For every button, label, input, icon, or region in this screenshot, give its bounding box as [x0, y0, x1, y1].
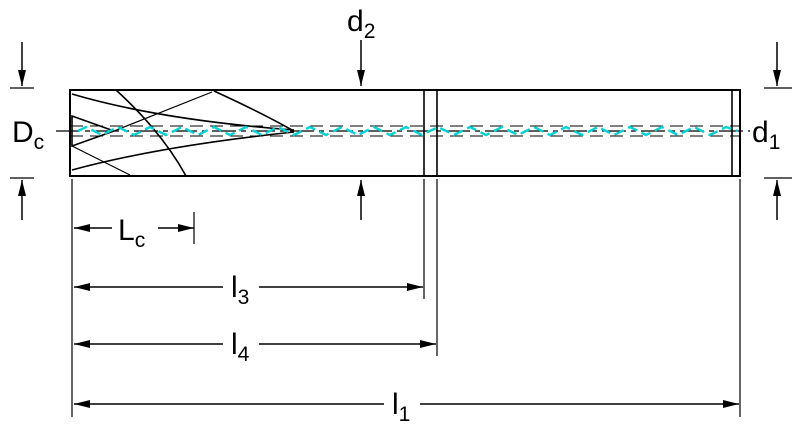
dimension-length-l4: l4 — [74, 323, 436, 366]
label-cutting-diameter: Dc — [12, 116, 44, 154]
dimension-neck-diameter: d2 — [347, 5, 375, 220]
centerline-group — [56, 125, 750, 137]
dimension-cutting-diameter: Dc — [10, 42, 44, 220]
cutting-edge — [113, 91, 213, 132]
dimension-length-l3: l3 — [74, 266, 423, 309]
label-overall-length: l1 — [392, 388, 410, 426]
flute-groove-2 — [213, 90, 293, 131]
tool-body — [69, 89, 741, 177]
gash-line — [71, 145, 131, 176]
coolant-channel-line — [77, 125, 739, 137]
label-neck-diameter: d2 — [347, 5, 375, 43]
dimension-shank-diameter: d1 — [752, 42, 792, 220]
helix-edge-bottom — [71, 131, 295, 171]
dimension-cutting-length: Lc — [74, 209, 194, 252]
label-background — [223, 323, 259, 363]
label-cutting-length: Lc — [118, 214, 145, 252]
dimension-overall-length: l1 — [74, 383, 739, 426]
label-shank-diameter: d1 — [752, 116, 780, 154]
tool-outline — [69, 89, 741, 177]
label-length-l3: l3 — [231, 271, 249, 309]
flute-groove-1 — [115, 89, 187, 177]
label-length-l4: l4 — [231, 328, 250, 366]
helix-edge-top — [71, 93, 295, 131]
label-background — [384, 383, 420, 423]
label-background — [112, 209, 158, 247]
witness-lines — [71, 179, 741, 417]
label-background — [223, 266, 259, 306]
